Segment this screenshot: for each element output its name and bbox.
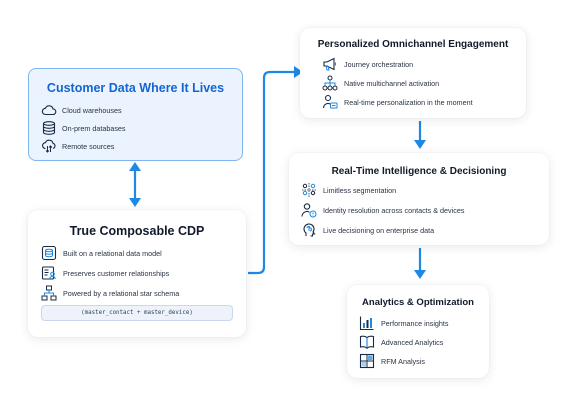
bidirectional-arrow xyxy=(129,162,141,207)
cloud-sync-icon xyxy=(41,138,57,154)
database-icon xyxy=(41,120,57,136)
engagement-item: Journey orchestration xyxy=(322,56,526,72)
intelligence-item: Live decisioning on enterprise data xyxy=(301,222,549,238)
cdp-item-label: Built on a relational data model xyxy=(63,248,162,258)
brain-icon xyxy=(301,222,317,238)
engagement-item-label: Journey orchestration xyxy=(344,59,414,69)
intelligence-item: Identity resolution across contacts & de… xyxy=(301,202,549,218)
cdp-title: True Composable CDP xyxy=(69,224,205,238)
analytics-item: RFM Analysis xyxy=(359,353,489,369)
database-box-icon xyxy=(41,245,57,261)
analytics-item-label: Performance insights xyxy=(381,318,449,328)
customer-data-item: On-prem databases xyxy=(41,120,242,136)
customer-data-item: Remote sources xyxy=(41,138,242,154)
intelligence-item-label: Limitless segmentation xyxy=(323,185,397,195)
intelligence-title: Real-Time Intelligence & Decisioning xyxy=(331,166,507,177)
customer-data-item: Cloud warehouses xyxy=(41,102,242,118)
grid-icon xyxy=(359,353,375,369)
analytics-item-label: RFM Analysis xyxy=(381,356,425,366)
analytics-item: Advanced Analytics xyxy=(359,334,489,350)
engagement-item: Native multichannel activation xyxy=(322,75,526,91)
engagement-item-label: Native multichannel activation xyxy=(344,78,440,88)
intelligence-item-label: Live decisioning on enterprise data xyxy=(323,225,435,235)
schema-tree-icon xyxy=(41,285,57,301)
bar-chart-icon xyxy=(359,315,375,331)
person-monitor-icon xyxy=(322,94,338,110)
identity-icon xyxy=(301,202,317,218)
customer-data-title: Customer Data Where It Lives xyxy=(46,81,225,95)
customer-data-item-label: Remote sources xyxy=(62,141,115,151)
megaphone-icon xyxy=(322,56,338,72)
analytics-item-label: Advanced Analytics xyxy=(381,337,444,347)
intelligence-item-label: Identity resolution across contacts & de… xyxy=(323,205,465,215)
composable-cdp-card: True Composable CDP Built on a relationa… xyxy=(28,210,246,337)
cdp-item-label: Preserves customer relationships xyxy=(63,268,170,278)
intelligence-item: Limitless segmentation xyxy=(301,182,549,198)
engagement-item: Real-time personalization in the moment xyxy=(322,94,526,110)
omnichannel-engagement-card: Personalized Omnichannel Engagement Jour… xyxy=(300,28,526,118)
customer-data-item-label: On-prem databases xyxy=(62,123,126,133)
network-icon xyxy=(322,75,338,91)
book-icon xyxy=(359,334,375,350)
segmentation-icon xyxy=(301,182,317,198)
engagement-title: Personalized Omnichannel Engagement xyxy=(317,39,509,50)
cdp-item: Built on a relational data model xyxy=(41,245,246,261)
cdp-item: Preserves customer relationships xyxy=(41,265,246,281)
cdp-item-label: Powered by a relational star schema xyxy=(63,288,180,298)
contact-list-icon xyxy=(41,265,57,281)
analytics-optimization-card: Analytics & Optimization Performance ins… xyxy=(347,285,489,378)
cloud-icon xyxy=(41,102,57,118)
schema-code-snippet: (master_contact + master_device) xyxy=(41,305,233,321)
realtime-intelligence-card: Real-Time Intelligence & Decisioning Lim… xyxy=(289,153,549,245)
engagement-item-label: Real-time personalization in the moment xyxy=(344,97,473,107)
cdp-to-engagement-arrow xyxy=(248,70,296,275)
customer-data-item-label: Cloud warehouses xyxy=(62,105,122,115)
cdp-item: Powered by a relational star schema xyxy=(41,285,246,301)
analytics-title: Analytics & Optimization xyxy=(362,297,474,308)
analytics-item: Performance insights xyxy=(359,315,489,331)
customer-data-card: Customer Data Where It Lives Cloud wareh… xyxy=(28,68,243,161)
